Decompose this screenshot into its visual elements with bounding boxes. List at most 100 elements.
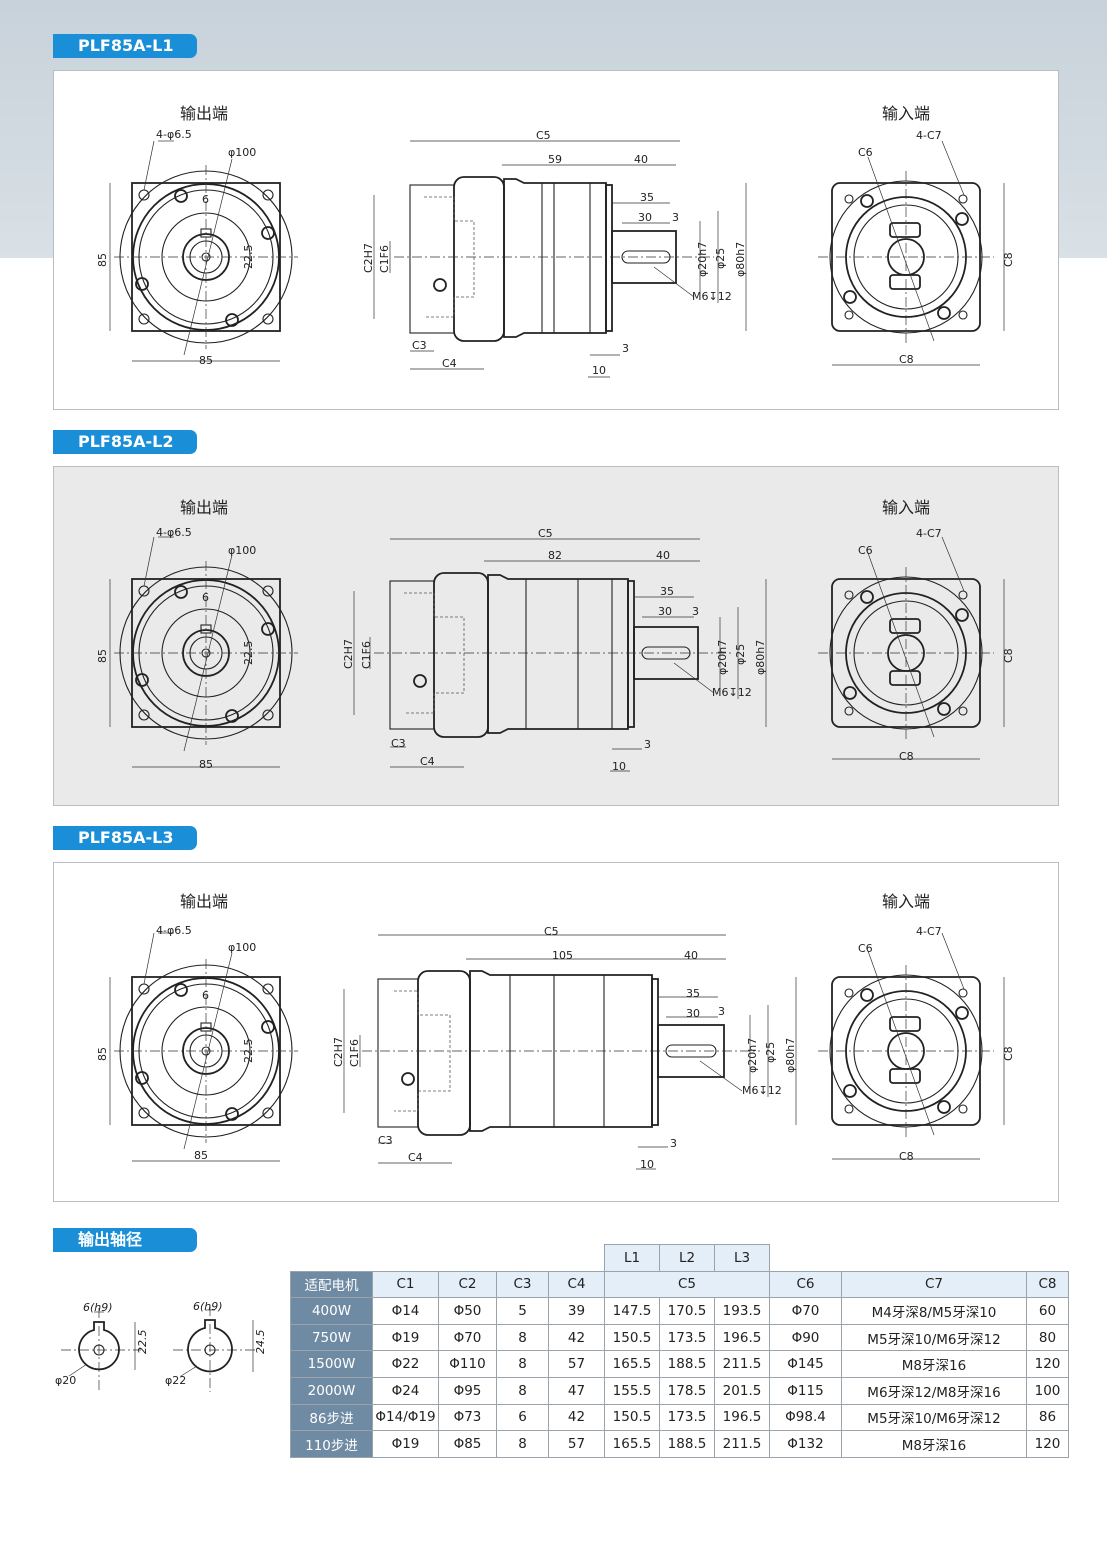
table-cell: M5牙深10/M6牙深12 bbox=[841, 1403, 1027, 1432]
table-cell: 57 bbox=[548, 1350, 605, 1378]
col-c2: C2 bbox=[438, 1270, 497, 1299]
dimension-label: C8 bbox=[899, 353, 914, 366]
dimension-label: C3 bbox=[391, 737, 406, 750]
dimension-label: 6 bbox=[202, 193, 209, 206]
table-cell: 42 bbox=[548, 1323, 605, 1352]
table-cell: 170.5 bbox=[659, 1297, 715, 1325]
dimension-label: 4-φ6.5 bbox=[156, 128, 192, 141]
dimension-label: 40 bbox=[634, 153, 648, 166]
dimension-label: 105 bbox=[552, 949, 573, 962]
dimension-label: C3 bbox=[378, 1134, 393, 1147]
dimension-label: 4-φ6.5 bbox=[156, 526, 192, 539]
table-cell: 5 bbox=[496, 1297, 549, 1325]
table-cell: 110步进 bbox=[290, 1430, 373, 1458]
col-c7: C7 bbox=[841, 1270, 1027, 1299]
table-cell: 178.5 bbox=[659, 1376, 715, 1405]
section-tag-l3: PLF85A-L3 bbox=[53, 826, 197, 850]
dimension-label: 6 bbox=[202, 591, 209, 604]
table-cell bbox=[842, 1245, 1027, 1272]
table-cell: Φ73 bbox=[438, 1403, 497, 1432]
table-cell: 165.5 bbox=[604, 1350, 660, 1378]
dimension-label: 10 bbox=[592, 364, 606, 377]
output-end-view: 输出端 4-φ6.5 φ100 6 22.5 85 85 bbox=[96, 104, 298, 367]
dimension-label: M6↧12 bbox=[712, 686, 752, 699]
table-cell: Φ24 bbox=[372, 1376, 439, 1405]
table-cell: Φ14/Φ19 bbox=[372, 1403, 439, 1432]
dimension-label: C5 bbox=[544, 925, 559, 938]
table-cell: 8 bbox=[496, 1323, 549, 1352]
table-cell: 47 bbox=[548, 1376, 605, 1405]
dimension-label: C2H7 bbox=[332, 1037, 345, 1067]
table-cell: 165.5 bbox=[604, 1430, 660, 1458]
dimension-label: φ20 bbox=[55, 1374, 76, 1387]
side-view: C5 82 40 35 30 3 C2H7 C1F6 φ20h7 φ25 φ80… bbox=[342, 527, 767, 773]
dimension-label: 22.5 bbox=[242, 1039, 255, 1064]
table-cell: 196.5 bbox=[714, 1403, 770, 1432]
dimension-label: φ100 bbox=[228, 544, 256, 557]
dimension-label: 40 bbox=[656, 549, 670, 562]
dimension-label: 24.5 bbox=[254, 1330, 267, 1355]
table-cell bbox=[497, 1245, 549, 1272]
table-cell bbox=[1027, 1245, 1069, 1272]
dimension-label: φ20h7 bbox=[696, 242, 709, 277]
dimension-label: 30 bbox=[658, 605, 672, 618]
input-title: 输入端 bbox=[882, 892, 930, 911]
drawing-l2: 输出端 4-φ6.5 φ100 6 22.5 85 85 bbox=[96, 498, 1015, 773]
col-l3: L3 bbox=[714, 1244, 770, 1272]
dimension-label: 6(h9) bbox=[83, 1301, 113, 1314]
table-cell: 80 bbox=[1026, 1323, 1069, 1352]
dimension-label: 22.5 bbox=[136, 1330, 149, 1355]
dimension-label: C6 bbox=[858, 942, 873, 955]
col-c8: C8 bbox=[1026, 1270, 1069, 1299]
dimension-label: C1F6 bbox=[378, 245, 391, 273]
table-cell: 100 bbox=[1026, 1376, 1069, 1405]
table-cell: 193.5 bbox=[714, 1297, 770, 1325]
input-end-view: 输入端 4-C7 C6 C8 C8 bbox=[818, 892, 1015, 1163]
table-cell: 60 bbox=[1026, 1297, 1069, 1325]
dimension-label: φ25 bbox=[764, 1042, 777, 1063]
dimension-label: φ20h7 bbox=[746, 1038, 759, 1073]
side-view: C5 105 40 35 30 3 C2H7 C1F6 φ20h7 φ25 φ8… bbox=[332, 925, 797, 1171]
input-end-view: 输入端 4-C7 C6 C8 C8 bbox=[818, 498, 1015, 763]
dimension-label: C4 bbox=[420, 755, 435, 768]
dimension-label: φ80h7 bbox=[734, 242, 747, 277]
dimension-label: 59 bbox=[548, 153, 562, 166]
table-cell: 750W bbox=[290, 1323, 373, 1352]
dimension-label: 4-φ6.5 bbox=[156, 924, 192, 937]
table-cell: 120 bbox=[1026, 1350, 1069, 1378]
table-cell: Φ132 bbox=[769, 1430, 842, 1458]
dimension-label: φ22 bbox=[165, 1374, 186, 1387]
col-motor: 适配电机 bbox=[290, 1270, 373, 1299]
dimension-label: C2H7 bbox=[342, 639, 355, 669]
table-cell: Φ19 bbox=[372, 1430, 439, 1458]
dimension-label: 35 bbox=[686, 987, 700, 1000]
table-cell: 211.5 bbox=[714, 1430, 770, 1458]
table-cell bbox=[439, 1245, 497, 1272]
table-cell: Φ115 bbox=[769, 1376, 842, 1405]
table-cell: 8 bbox=[496, 1430, 549, 1458]
col-l1: L1 bbox=[604, 1244, 660, 1272]
dimension-label: 85 bbox=[199, 758, 213, 771]
table-cell: 1500W bbox=[290, 1350, 373, 1378]
output-end-view: 输出端 4-φ6.5 φ100 6 22.5 85 85 bbox=[96, 892, 298, 1162]
shaft-sections: 6(h9) 22.5 φ20 6(h9) 24.5 φ22 bbox=[55, 1300, 267, 1392]
col-c5: C5 bbox=[604, 1270, 770, 1299]
shaft-section-22: 6(h9) 24.5 φ22 bbox=[165, 1300, 267, 1392]
table-cell bbox=[373, 1245, 439, 1272]
drawing-l1: 输出端 4-φ6.5 φ100 6 22.5 85 85 bbox=[96, 104, 1015, 378]
table-cell: 120 bbox=[1026, 1430, 1069, 1458]
table-cell: Φ22 bbox=[372, 1350, 439, 1378]
dimension-label: C1F6 bbox=[360, 641, 373, 669]
dimension-label: C4 bbox=[442, 357, 457, 370]
table-cell: Φ98.4 bbox=[769, 1403, 842, 1432]
section-tag-shaft: 输出轴径 bbox=[53, 1228, 197, 1252]
dimension-label: 30 bbox=[686, 1007, 700, 1020]
dimension-label: 30 bbox=[638, 211, 652, 224]
table-cell: Φ14 bbox=[372, 1297, 439, 1325]
table-cell: 150.5 bbox=[604, 1403, 660, 1432]
table-cell: 2000W bbox=[290, 1376, 373, 1405]
